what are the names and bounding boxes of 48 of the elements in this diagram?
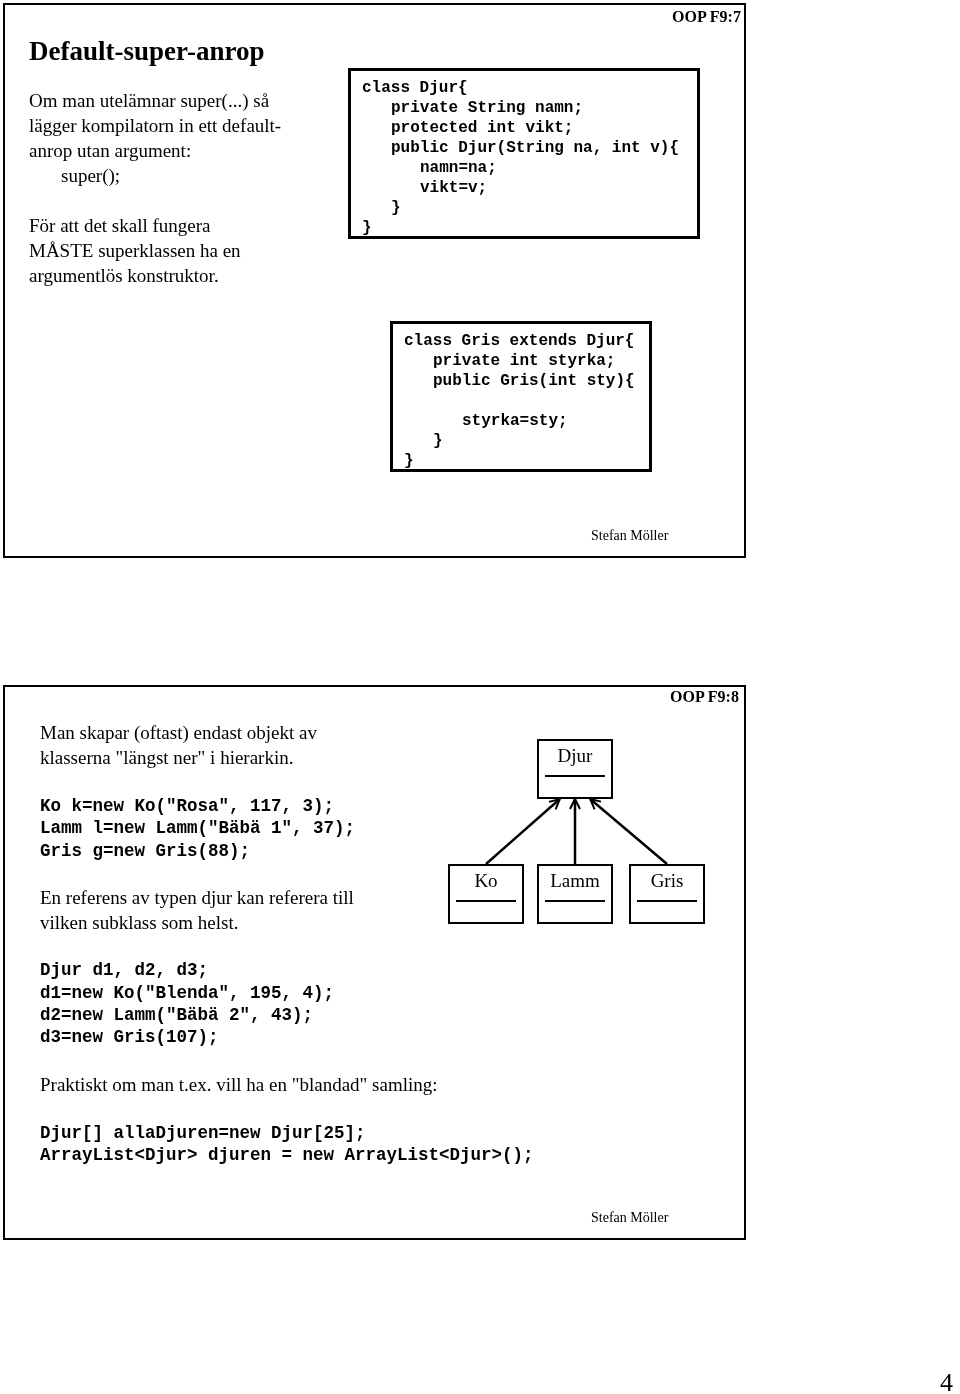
code-line: d2=new Lamm("Bäbä 2", 43); (40, 1004, 314, 1026)
code-line: } (391, 198, 401, 218)
paragraph: Man skapar (oftast) endast objekt av klasserna "längst ner" i hierarkin. (40, 721, 318, 770)
author-name: Stefan Möller (591, 528, 669, 544)
code-line: ArrayList<Djur> djuren = new ArrayList<Djur>(); (40, 1144, 534, 1166)
slide-title: Default-super-anrop (29, 36, 265, 67)
code-line: styrka=sty; (462, 411, 568, 431)
author-name: Stefan Möller (591, 1210, 669, 1226)
code-line: class Gris extends Djur{ (404, 331, 635, 351)
class-name: Gris (649, 870, 685, 892)
code-line: Gris g=new Gris(88); (40, 840, 251, 862)
code-line: d1=new Ko("Blenda", 195, 4); (40, 982, 335, 1004)
page-number: 4 (940, 1368, 953, 1394)
slide-number: OOP F9:8 (670, 688, 739, 706)
code-box (390, 321, 652, 472)
class-name: Lamm (549, 870, 601, 892)
class-box (537, 864, 613, 924)
code-line: Djur d1, d2, d3; (40, 959, 209, 981)
class-name: Ko (473, 870, 499, 892)
code-line: class Djur{ (362, 78, 468, 98)
class-box (448, 864, 524, 924)
code-line: vikt=v; (420, 178, 488, 198)
class-name: Djur (556, 745, 594, 767)
code-line: public Gris(int sty){ (433, 371, 635, 391)
code-line: Lamm l=new Lamm("Bäbä 1", 37); (40, 817, 356, 839)
paragraph: En referens av typen djur kan referera till vilken subklass som helst. (40, 886, 355, 935)
inheritance-arrow (569, 798, 581, 864)
paragraph: För att det skall fungera MÅSTE superklassen ha en argumentlös konstruktor. (29, 214, 242, 288)
code-line: namn=na; (420, 158, 497, 178)
code-text: super(); (61, 164, 121, 188)
inheritance-arrow (589, 798, 668, 865)
class-box (537, 739, 613, 799)
code-line: } (362, 218, 372, 238)
slide-number: OOP F9:7 (672, 8, 741, 26)
code-line: protected int vikt; (391, 118, 574, 138)
paragraph: Om man utelämnar super(...) så lägger kompilatorn in ett default-anrop utan argument: (29, 89, 283, 163)
code-line: private int styrka; (433, 351, 616, 371)
code-line: Ko k=new Ko("Rosa", 117, 3); (40, 795, 335, 817)
paragraph: Praktiskt om man t.ex. vill ha en "blandad" samling: (40, 1073, 438, 1097)
inheritance-arrow (485, 798, 561, 865)
code-line: public Djur(String na, int v){ (391, 138, 680, 158)
class-box (629, 864, 705, 924)
code-line: d3=new Gris(107); (40, 1026, 219, 1048)
code-line: private String namn; (391, 98, 584, 118)
code-box (348, 68, 700, 239)
code-line: } (433, 431, 443, 451)
code-line: } (404, 451, 414, 471)
code-line: Djur[] allaDjuren=new Djur[25]; (40, 1122, 366, 1144)
